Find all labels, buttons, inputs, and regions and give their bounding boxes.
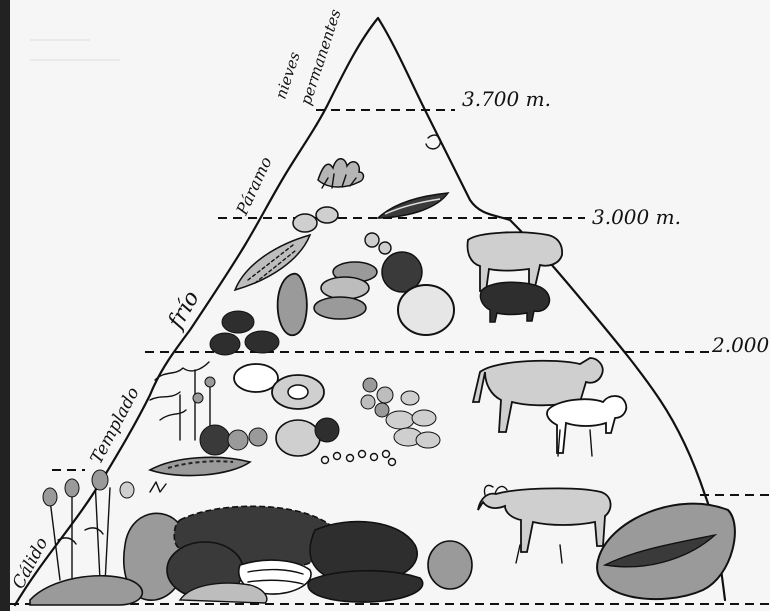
- zone-label-frio: frío: [163, 287, 205, 335]
- seeds-icon: [322, 451, 396, 466]
- fruit-cluster-icon: [361, 378, 440, 448]
- zone-label-paramo: Páramo: [232, 154, 276, 219]
- leaf-vegetable-icon: [378, 193, 448, 218]
- paramo-plant-icon: [318, 159, 364, 188]
- egg-icon: [234, 364, 324, 409]
- pea-pod-icon: [150, 457, 250, 475]
- zone-label-permanentes: permanentes: [297, 7, 345, 108]
- scan-noise: [30, 40, 120, 60]
- dark-potatoes-icon: [210, 311, 279, 355]
- page-edge: [0, 0, 10, 611]
- altitude-2000-label: 2.000: [711, 333, 770, 357]
- pear-icon: [278, 274, 307, 336]
- goat-icon: [478, 485, 611, 563]
- potato-icon: [293, 207, 338, 232]
- zone-label-templado: Templado: [87, 384, 144, 467]
- snow-mark-icon: [426, 135, 440, 149]
- zone-label-calido: Cálido: [9, 534, 53, 592]
- plum-icon: [382, 252, 454, 335]
- sheep-icon: [547, 396, 626, 456]
- tomato-icon: [200, 418, 339, 456]
- beans-icon: [314, 233, 391, 319]
- altitude-3700-label: 3.700 m.: [462, 87, 551, 111]
- calido-foods-icon: [30, 506, 472, 605]
- pyramid-outline: [15, 18, 725, 605]
- pig-icon: [480, 282, 549, 322]
- papaya-icon: [597, 504, 735, 599]
- altitude-3000-label: 3.000 m.: [592, 205, 681, 229]
